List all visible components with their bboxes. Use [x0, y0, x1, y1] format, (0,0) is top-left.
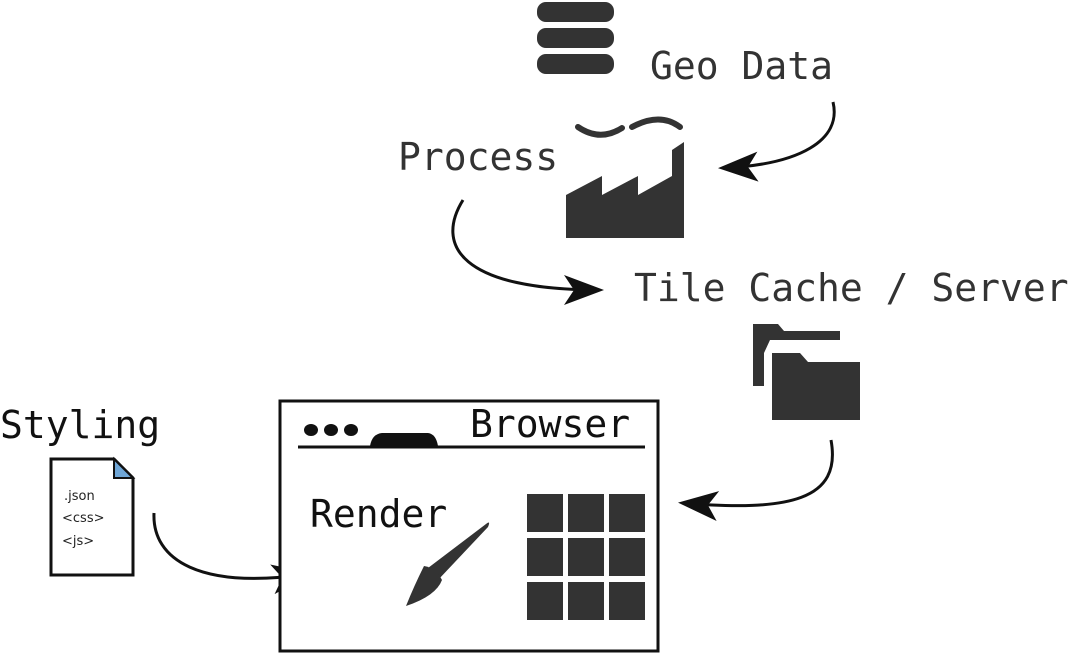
arrow-styling-to-browser	[152, 512, 312, 595]
paintbrush-icon	[406, 522, 490, 606]
factory-icon	[566, 116, 684, 238]
geo-data-label: Geo Data	[650, 44, 833, 88]
file-line-js: <js>	[62, 534, 94, 549]
window-dots-icon	[304, 424, 358, 436]
styling-label: Styling	[0, 403, 160, 447]
file-line-css: <css>	[62, 511, 104, 526]
folders-icon	[753, 324, 860, 420]
process-label: Process	[398, 135, 558, 179]
browser-window: Browser Render	[278, 399, 660, 653]
browser-title: Browser	[470, 402, 630, 446]
arrow-geodata-to-process	[718, 101, 836, 182]
tile-cache-server-label: Tile Cache / Server	[634, 266, 1069, 310]
render-label: Render	[310, 492, 447, 536]
file-line-json: .json	[64, 489, 95, 504]
address-bar	[370, 433, 438, 446]
arrow-process-to-tilecache	[451, 199, 604, 305]
database-icon	[537, 2, 614, 74]
tile-grid-icon	[527, 494, 645, 620]
file-icon: .json <css> <js>	[49, 456, 136, 577]
arrow-tilecache-to-browser	[678, 439, 834, 521]
